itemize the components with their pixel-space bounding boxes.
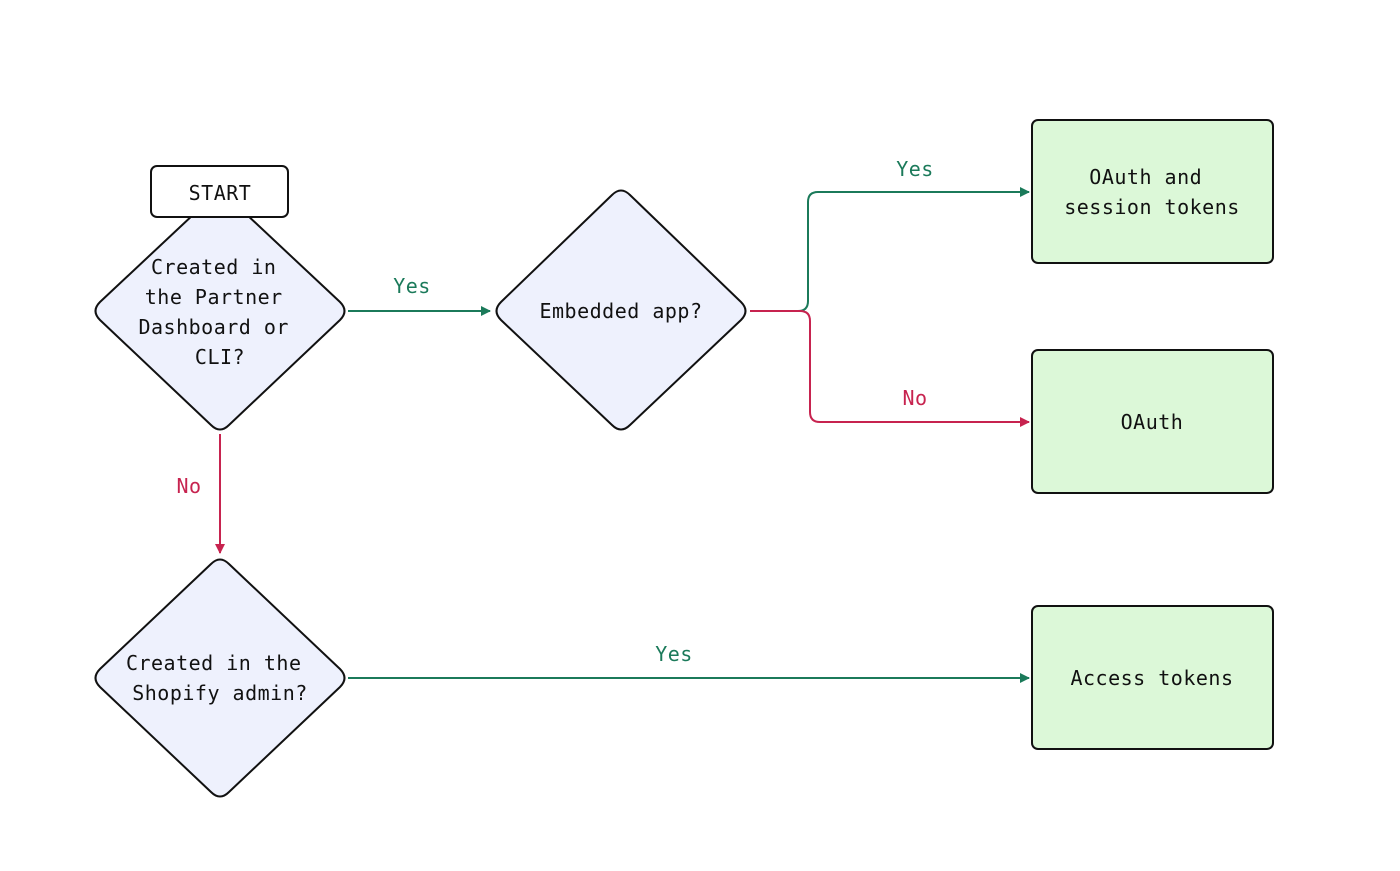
outcome-oauth-session-tokens-label: OAuth and session tokens [1064, 165, 1240, 219]
decision-partner-dashboard: Created in the Partner Dashboard or CLI? [94, 192, 346, 431]
edge-label-partner-no: No [176, 474, 201, 498]
start-node: START [150, 165, 289, 218]
outcome-oauth-session-tokens: OAuth and session tokens [1031, 119, 1274, 264]
edge-partner-yes: Yes [348, 274, 491, 316]
edge-label-embedded-no: No [902, 386, 927, 410]
start-node-label: START [189, 181, 252, 205]
edge-label-embedded-yes: Yes [896, 157, 934, 181]
outcome-access-tokens-label: Access tokens [1070, 666, 1233, 690]
outcome-access-tokens: Access tokens [1031, 605, 1274, 750]
decision-partner-dashboard-label: Created in the Partner Dashboard or CLI? [138, 255, 301, 369]
edge-partner-no: No [176, 434, 225, 554]
edge-label-partner-yes: Yes [393, 274, 431, 298]
outcome-oauth: OAuth [1031, 349, 1274, 494]
decision-embedded-app-label: Embedded app? [539, 299, 702, 323]
decision-embedded-app: Embedded app? [495, 189, 747, 431]
outcome-oauth-label: OAuth [1121, 410, 1184, 434]
edge-embedded-yes: Yes [750, 157, 1030, 312]
decision-shopify-admin-label: Created in the Shopify admin? [126, 651, 314, 705]
edge-embedded-no: No [750, 310, 1030, 427]
decision-shopify-admin: Created in the Shopify admin? [94, 558, 346, 798]
edge-label-shopify-yes: Yes [655, 642, 693, 666]
edge-shopify-yes: Yes [348, 642, 1030, 683]
